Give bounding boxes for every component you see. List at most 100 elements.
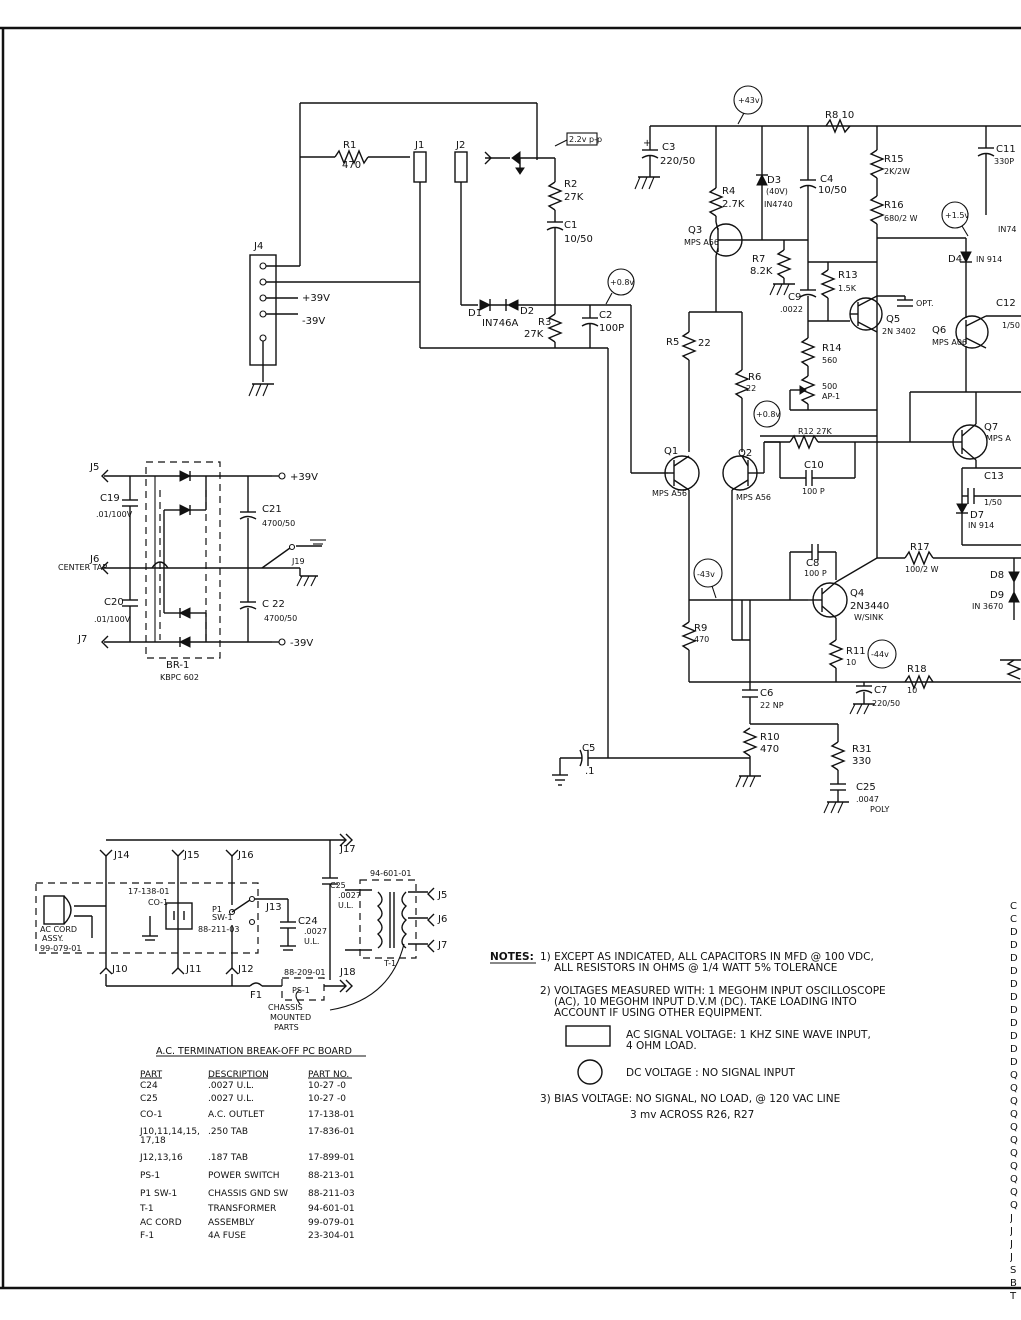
d1-label: D1 [468,308,482,319]
j16-label: J16 [237,850,254,861]
d3-rating: (40V) [766,187,788,196]
r31-value: 330 [852,756,871,767]
parts-table-cell: .250 TAB [208,1127,249,1137]
right-edge-letter: Q [1010,1070,1018,1081]
c6-value: 22 NP [760,701,784,710]
c12-value: 1/50 [1002,321,1020,330]
r2-label: R2 [564,179,577,190]
parts-table-cell: 99-079-01 [308,1218,355,1228]
dc-voltage-circle-43p [733,85,763,115]
right-edge-letter: C [1010,901,1017,912]
r31-resistor [830,741,846,771]
right-edge-letter: C [1010,914,1017,925]
c7-label: C7 [874,685,887,696]
right-edge-letter: D [1010,1057,1018,1068]
d3-value: IN4740 [764,200,793,209]
c19-value: .01/100V [96,510,133,519]
r15-label: R15 [884,154,904,165]
dc-voltage-circle-2 [753,400,781,428]
ac-legend-rect [565,1025,611,1047]
q5-value: 2N 3402 [882,327,916,336]
r12-label: R12 27K [798,427,832,436]
parts-table-cell: CO-1 [140,1110,163,1120]
co1-label: CO-1 [148,898,168,907]
right-edge-letter: Q [1010,1174,1018,1185]
right-edge-letter: B [1010,1278,1017,1289]
r9-label: R9 [694,623,707,634]
note-1a: 1) EXCEPT AS INDICATED, ALL CAPACITORS I… [540,951,874,963]
j7-label: J7 [77,634,87,645]
d4-label: D4 [948,254,962,265]
r7-resistor [776,249,792,279]
j4-label: J4 [253,241,263,252]
right-edge-letter: Q [1010,1096,1018,1107]
r18-label: R18 [907,664,927,675]
t1-part: 94-601-01 [370,869,411,878]
r13-resistor [820,269,836,299]
c7-value: 220/50 [872,699,900,708]
c22-label: C 22 [262,599,285,610]
r5-resistor [681,331,697,361]
f1-label: F1 [250,990,262,1001]
center-tap-label: CENTER TAP [58,563,107,572]
c3-value: 220/50 [660,156,695,167]
r15-value: 2K/2W [884,167,910,176]
right-edge-letter: S [1010,1265,1017,1276]
right-edge-letter: D [1010,953,1018,964]
c25b-value: .0047 [856,795,879,804]
parts-table-cell: 94-601-01 [308,1204,355,1214]
parts-table-cell: AC CORD [140,1218,182,1228]
parts-table-cell: T-1 [140,1204,154,1214]
right-edge-letter: D [1010,966,1018,977]
q4-sink: W/SINK [854,613,884,622]
right-edge-letter: Q [1010,1161,1018,1172]
dc-voltage-circle-1 [607,268,635,296]
c6-label: C6 [760,688,773,699]
r3-label: R3 [538,317,551,328]
right-edge-letter: J [1010,1252,1013,1263]
d3-label: D3 [767,175,781,186]
parts-table-cell: 88-213-01 [308,1171,355,1181]
c1-value: 10/50 [564,234,593,245]
r11-label: R11 [846,646,866,657]
sw1-part: 88-211-03 [198,925,239,934]
r16-label: R16 [884,200,904,211]
right-edge-letter: Q [1010,1187,1018,1198]
parts-table-cell: J12,13,16 [140,1153,183,1163]
r10-resistor [742,727,758,757]
d8-label: D8 [990,570,1004,581]
parts-table-cell: 10-27 -0 [308,1094,346,1104]
r18-resistor [904,674,934,690]
j11-label: J11 [185,964,202,975]
j6-label: J6 [89,554,99,565]
c10-label: C10 [804,460,824,471]
parts-table-cell: .0027 U.L. [208,1081,254,1091]
br-pos-rail: +39V [290,472,318,483]
sw1-label: SW-1 [212,913,233,922]
ac-voltage-2v2: 2.2v p-p [569,135,602,144]
t1-j5-label: J5 [437,890,447,901]
note-3b: 3 mv ACROSS R26, R27 [630,1109,755,1121]
c8-label: C8 [806,558,819,569]
r11-resistor [828,639,844,669]
right-edge-letter: D [1010,1005,1018,1016]
j4-pos-rail: +39V [302,293,330,304]
right-edge-letter: D [1010,940,1018,951]
r4-resistor [708,187,724,217]
t1-label: T-1 [383,959,396,968]
right-edge-letter: T [1010,1291,1017,1302]
r1-label: R1 [343,140,356,151]
c9-value: .0022 [780,305,803,314]
note-2b: (AC), 10 MEGOHM INPUT D.V.M (DC). TAKE L… [554,996,857,1008]
dc-voltage-44n: -44v [871,650,889,659]
right-edge-letter: Q [1010,1109,1018,1120]
c24-ul: U.L. [304,937,319,946]
j18-label: J18 [339,967,356,978]
parts-header-part: PART [140,1070,163,1080]
note-2c: ACCOUNT IF USING OTHER EQUIPMENT. [554,1007,763,1019]
r4-value: 2.7K [722,199,745,210]
ac-cord-plug [43,895,65,925]
q1-label: Q1 [664,446,678,457]
parts-table-cell: 10-27 -0 [308,1081,346,1091]
dc-voltage-circle-44n [867,639,897,669]
